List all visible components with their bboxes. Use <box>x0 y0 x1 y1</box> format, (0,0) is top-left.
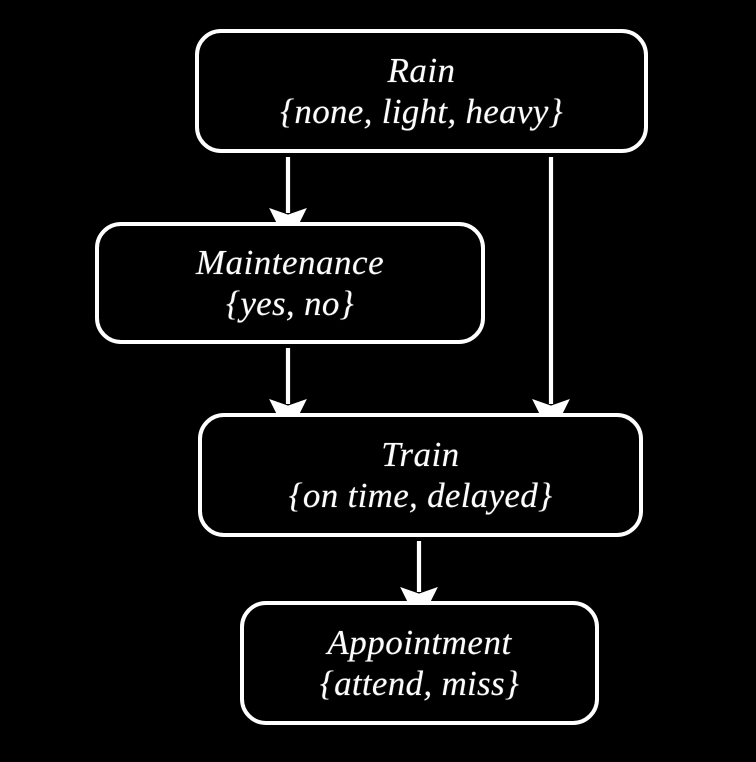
node-maintenance-title: Maintenance <box>195 242 385 282</box>
node-maintenance[interactable]: Maintenance {yes, no} <box>95 222 485 344</box>
node-train-states: {on time, delayed} <box>288 476 553 515</box>
node-train-title: Train <box>381 434 460 474</box>
node-rain-states: {none, light, heavy} <box>280 92 563 131</box>
node-rain[interactable]: Rain {none, light, heavy} <box>195 29 648 153</box>
node-appointment[interactable]: Appointment {attend, miss} <box>240 601 599 725</box>
node-train[interactable]: Train {on time, delayed} <box>198 413 643 537</box>
node-appointment-title: Appointment <box>327 622 512 662</box>
node-maintenance-states: {yes, no} <box>226 284 354 323</box>
node-appointment-states: {attend, miss} <box>319 664 520 703</box>
node-rain-title: Rain <box>387 50 456 90</box>
